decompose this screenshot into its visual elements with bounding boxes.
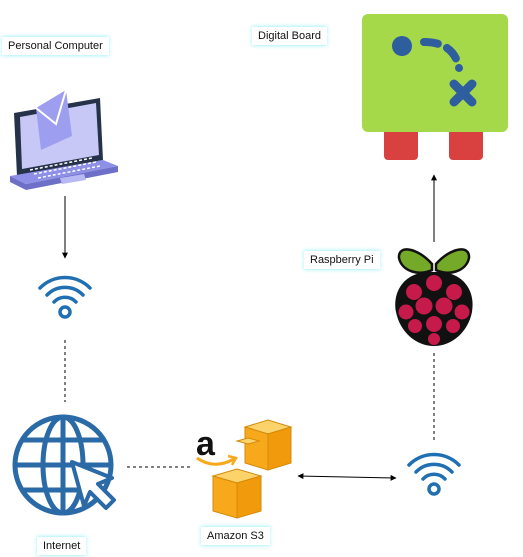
wifi-icon [407, 452, 461, 496]
label-amazon-s3: Amazon S3 [201, 527, 270, 545]
amazon-s3-icon: a [196, 419, 293, 519]
connector-s3-to-wifi [297, 473, 397, 481]
raspberry-pi-icon [395, 248, 473, 346]
label-raspberry-pi: Raspberry Pi [304, 251, 380, 269]
label-internet: Internet [37, 537, 87, 555]
wifi-icon [38, 275, 92, 319]
svg-text:a: a [196, 425, 216, 463]
globe-cursor-icon [12, 414, 116, 516]
laptop-email-icon [10, 89, 118, 190]
digital-board-icon [362, 14, 508, 160]
label-digital-board: Digital Board [252, 27, 327, 45]
label-personal-computer: Personal Computer [2, 37, 109, 55]
